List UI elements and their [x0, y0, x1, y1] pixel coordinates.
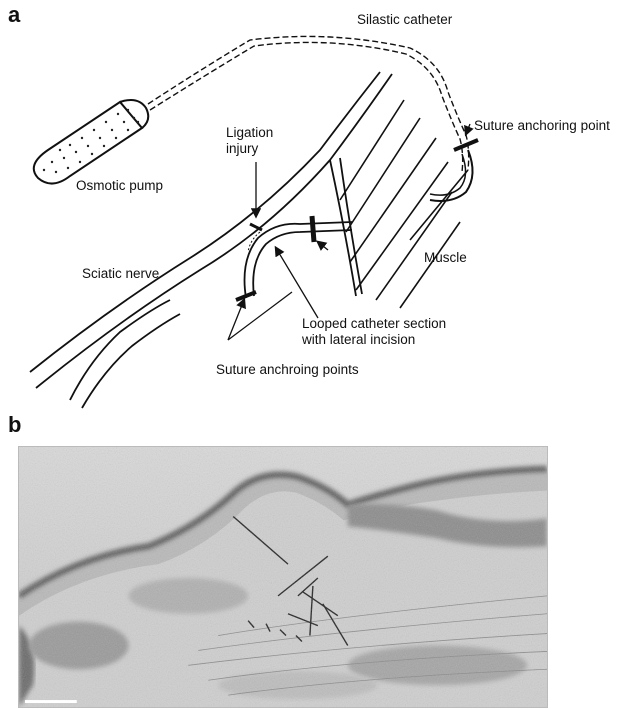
label-osmotic-pump: Osmotic pump [76, 178, 163, 193]
osmotic-pump [34, 100, 148, 184]
label-suture-anchoring-point: Suture anchoring point [474, 118, 610, 133]
silastic-catheter [148, 36, 469, 172]
label-sciatic-nerve: Sciatic nerve [82, 266, 159, 281]
label-ligation-line2: injury [226, 141, 259, 156]
looped-catheter [245, 222, 353, 298]
scale-bar [25, 700, 77, 703]
label-looped-catheter-line2: with lateral incision [301, 332, 415, 347]
label-ligation-line1: Ligation [226, 125, 273, 140]
sciatic-nerve [30, 72, 392, 408]
label-suture-anchoring-points: Suture anchroing points [216, 362, 359, 377]
label-silastic-catheter: Silastic catheter [357, 12, 453, 27]
suture-anchor-muscle [454, 140, 478, 150]
suture-anchor-catheter [312, 216, 314, 242]
label-looped-catheter-line1: Looped catheter section [302, 316, 446, 331]
label-muscle: Muscle [424, 250, 467, 265]
micrograph-image [18, 446, 548, 708]
surgical-schematic: Silastic catheter Suture anchoring point… [0, 0, 638, 420]
